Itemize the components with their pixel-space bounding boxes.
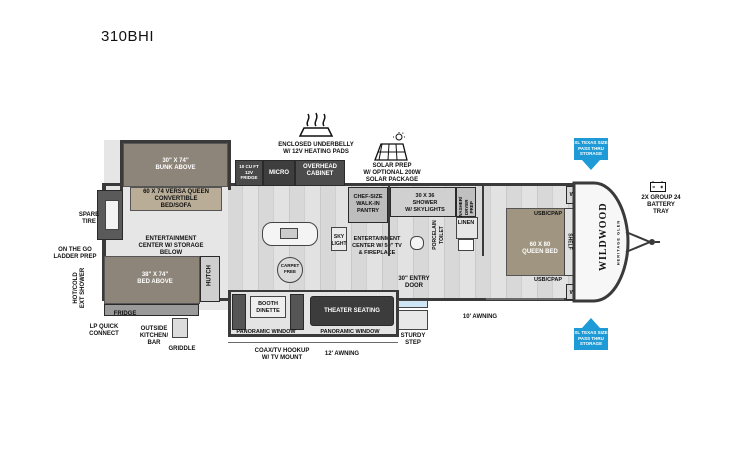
sky-light-label: SKY LIGHT [331, 234, 347, 247]
dinette-table [250, 296, 286, 318]
rear-wall [102, 183, 106, 301]
shelf-label: SHELF [566, 233, 573, 250]
bunk-slide-right-wall [228, 140, 231, 190]
porcelain-toilet-label: PORCELAIN TOILET [432, 220, 445, 250]
battery-icon [650, 181, 666, 192]
island-sink [280, 228, 298, 239]
dinette-bench-right [290, 294, 304, 330]
griddle-box [172, 318, 188, 338]
bedroom-wall [482, 186, 484, 256]
battery-tray-label: 2X GROUP 24 BATTERY TRAY [641, 195, 681, 215]
sky-light [331, 227, 347, 251]
fridge-label: 10 CU FT 12V FRIDGE [239, 164, 259, 180]
fridge-outside-label: FRIDGE [113, 311, 137, 317]
solar-panel-icon [374, 132, 408, 161]
brand-logo: WILDWOOD [598, 202, 609, 271]
slide-left-wall [228, 290, 231, 337]
bunk-above [123, 143, 228, 187]
panoramic-window-2-label: PANORAMIC WINDOW [320, 329, 380, 335]
brand-subtitle: HERITAGE GLEN [615, 219, 621, 266]
ladder-prep-label: ON THE GO LADDER PREP [53, 247, 97, 260]
usb-cpap-bottom-label: USB/CPAP [533, 277, 562, 283]
slide-top-wall [228, 290, 398, 293]
theater-seating [310, 296, 394, 326]
bunk-slide-left-wall [120, 140, 123, 190]
pass-thru-storage-bottom-tag: XL TEXAS SIZE PASS THRU STORAGE [574, 328, 608, 350]
queen-bed-label: 60 X 80 QUEEN BED [522, 242, 558, 255]
hitch [625, 231, 660, 253]
pass-thru-storage-top-tag: XL TEXAS SIZE PASS THRU STORAGE [574, 138, 608, 160]
outside-kitchen-label: OUTSIDE KITCHEN/ BAR [139, 326, 169, 346]
microwave [263, 160, 295, 186]
versa-queen-bed [130, 187, 222, 211]
awning-12-label: 12' AWNING [324, 351, 360, 357]
linen-closet [456, 217, 478, 239]
outside-kitchen [104, 304, 199, 316]
theater-seating-label: THEATER SEATING [324, 308, 380, 314]
carpet-free-badge [277, 257, 303, 283]
micro-label: MICRO [269, 170, 289, 176]
arrow-up-icon [582, 318, 600, 328]
queen-bed [506, 208, 572, 276]
overhead-cabinet-label: OVERHEAD CABINET [302, 164, 337, 177]
pantry [348, 187, 388, 223]
solar-prep-label: SOLAR PREP W/ OPTIONAL 200W SOLAR PACKAG… [363, 163, 421, 183]
coax-tv-label: COAX/TV HOOKUP W/ TV MOUNT [254, 348, 310, 361]
chef-pantry-label: CHEF-SIZE WALK-IN PANTRY [353, 194, 383, 214]
usb-cpap-top-label: USB/CPAP [533, 211, 562, 217]
bath-wall [388, 186, 390, 256]
entertainment-center-main-label: ENTERTAINMENT CENTER W/ 50" TV & FIREPLA… [352, 236, 402, 256]
spare-tire-box [105, 200, 119, 230]
front-cap [572, 181, 630, 303]
bed-above [104, 256, 200, 304]
kitchen-island [262, 222, 318, 246]
carpet-free-label: CARPET FREE [280, 263, 300, 274]
arrow-down-icon [582, 160, 600, 170]
spare-tire-label: SPARE TIRE [78, 212, 100, 225]
bed-above-label: 38" X 74" BED ABOVE [137, 272, 173, 285]
hutch-label: HUTCH [206, 265, 213, 286]
linen-label: LINEN [457, 220, 475, 226]
bunk-above-label: 30" X 74" BUNK ABOVE [155, 158, 196, 171]
hutch [200, 256, 220, 302]
model-title: 310BHI [101, 28, 155, 45]
entertainment-center-bunk-label: ENTERTAINMENT CENTER W/ STORAGE BELOW [138, 236, 204, 256]
griddle-label: GRIDDLE [168, 346, 196, 352]
washer-dryer [456, 187, 476, 217]
booth-dinette-label: BOOTH DINETTE [256, 301, 280, 314]
shower-label: 30 X 36 SHOWER W/ SKYLIGHTS [405, 193, 445, 213]
toilet [410, 236, 424, 250]
slide-bottom-wall [228, 334, 398, 337]
bunk-slide-top-wall [120, 140, 230, 143]
fridge [235, 160, 263, 186]
enclosed-underbelly-label: ENCLOSED UNDERBELLY W/ 12V HEATING PADS [278, 142, 354, 155]
entry-door [398, 300, 428, 308]
awning-10-label: 10' AWNING [462, 314, 498, 320]
hot-cold-shower-label: HOT/COLD EXT SHOWER [73, 267, 86, 309]
sturdy-step [398, 310, 428, 330]
dinette-bench-left [232, 294, 246, 330]
entry-door-label: 30" ENTRY DOOR [398, 276, 430, 289]
awning-10 [486, 298, 564, 300]
sturdy-step-label: STURDY STEP [400, 333, 426, 346]
shower [390, 187, 456, 217]
slide-right-wall [396, 290, 399, 337]
overhead-cabinet [295, 160, 345, 186]
bath-sink [458, 239, 474, 251]
heat-waves-icon [298, 112, 334, 137]
versa-queen-label: 60 X 74 VERSA QUEEN CONVERTIBLE BED/SOFA [143, 189, 209, 209]
awning-12 [228, 342, 398, 343]
panoramic-window-1-label: PANORAMIC WINDOW [236, 329, 296, 335]
lp-quick-connect-label: LP QUICK CONNECT [89, 324, 119, 337]
